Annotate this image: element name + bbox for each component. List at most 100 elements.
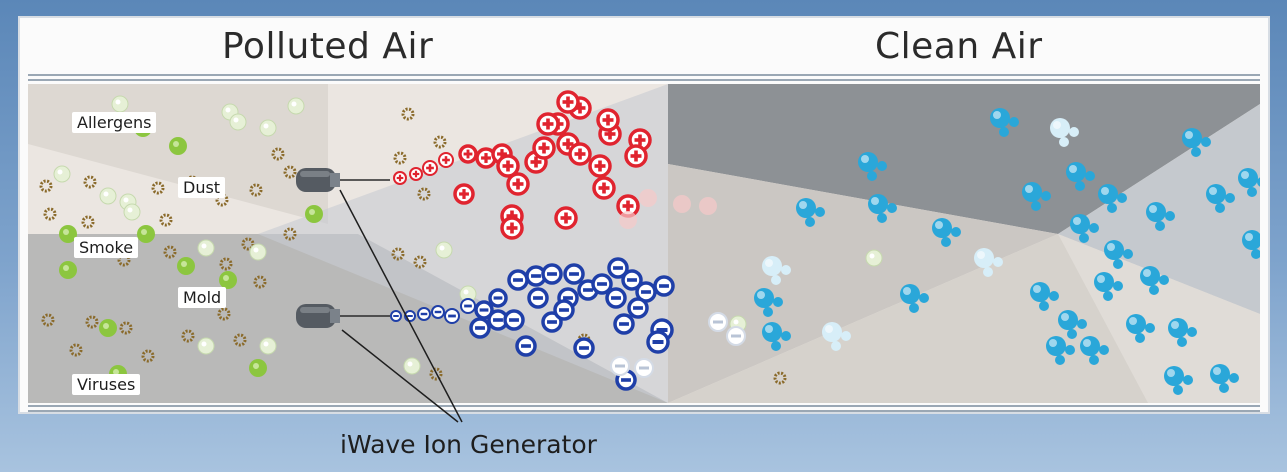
particle-icon [137,225,155,243]
particle-icon [283,165,297,179]
label-viruses: Viruses [72,374,141,395]
water-molecule-icon [1126,314,1155,343]
minus-circle-icon [613,313,635,335]
particle-icon [435,241,453,259]
plus-circle-icon [592,176,616,200]
water-molecule-icon [868,194,897,223]
plus-circle-icon [438,152,454,168]
particle-icon [249,243,267,261]
particle-icon [429,367,443,381]
minus-circle-icon [708,312,728,332]
particle-icon [85,315,99,329]
duct-bottom-edge-outer [28,410,1260,412]
duct-shading [28,84,1260,403]
plus-circle-icon [699,197,717,215]
plus-circle-icon [556,90,580,114]
duct-illustration [28,84,1271,403]
pointer-line-upper [339,189,463,423]
minus-circle-icon [610,356,630,376]
water-molecule-icon [1206,184,1235,213]
water-molecule-icon [1140,266,1169,295]
minus-circle-icon [390,310,402,322]
water-molecule-icon [932,218,961,247]
particle-icon [219,257,233,271]
particle-icon [59,225,77,243]
particle-icon [433,135,447,149]
label-smoke: Smoke [74,237,139,258]
minus-circle-icon [646,330,670,354]
plus-circle-icon [616,194,640,218]
water-molecule-icon [762,256,791,285]
minus-circle-icon [515,335,537,357]
minus-circle-icon [607,257,629,279]
water-molecule-icon [1146,202,1175,231]
plus-circle-icon [673,195,691,213]
minus-circle-icon [444,308,460,324]
minus-circle-icon [474,300,494,320]
particle-icon [41,313,55,327]
particle-icon [141,349,155,363]
particle-icon [111,95,129,113]
minus-circle-icon [503,309,525,331]
minus-circle-icon [634,358,654,378]
minus-circle-icon [621,269,643,291]
water-molecule-icon [796,198,825,227]
particle-icon [219,271,237,289]
particle-icon [259,119,277,137]
label-mold: Mold [178,287,227,308]
duct-top-edge [28,74,1260,76]
minus-circle-icon [431,305,445,319]
plus-circle-icon [532,136,556,160]
particle-icon [39,179,53,193]
particle-icon [163,245,177,259]
minus-circle-icon [591,273,613,295]
water-molecule-icon [1182,128,1211,157]
plus-circle-icon [506,172,530,196]
particle-icon [241,237,255,251]
particle-icon [865,249,883,267]
plus-circle-icon [619,211,637,229]
plus-circle-icon [639,189,657,207]
plus-circle-icon [496,154,520,178]
particle-icon [197,337,215,355]
water-molecule-icon [1046,336,1075,365]
water-molecule-icon [858,152,887,181]
water-molecule-icon [990,108,1019,137]
plus-circle-icon [536,112,560,136]
particle-icon [151,181,165,195]
minus-circle-icon [553,299,575,321]
ion-emitter-lower [296,304,390,328]
minus-circle-icon [527,287,549,309]
plus-circle-icon [500,216,524,240]
minus-circle-icon [563,263,585,285]
plus-circle-icon [453,183,475,205]
water-molecule-icon [1050,118,1079,147]
positive-ions [393,90,717,240]
particle-icon [83,175,97,189]
pointer-line-lower [341,329,459,423]
particle-icon [159,213,173,227]
particle-icon [287,97,305,115]
particle-icon [403,357,421,375]
particle-icon [305,205,323,223]
particle-icon [69,343,83,357]
water-molecule-icon [1242,230,1271,259]
particle-icon [773,371,787,385]
particle-icon [99,319,117,337]
minus-circle-icon [653,275,675,297]
particle-icon [181,329,195,343]
particle-icon [197,239,215,257]
particle-icon [123,203,141,221]
particle-icon [43,207,57,221]
minus-circle-icon [469,317,491,339]
air-duct-chamber [28,84,1271,403]
plus-circle-icon [554,206,578,230]
duct-bottom-edge [28,405,1260,407]
water-molecule-icon [1164,366,1193,395]
minus-circle-icon [627,297,649,319]
water-molecule-icon [974,248,1003,277]
particle-icon [233,333,247,347]
water-molecule-icon [1030,282,1059,311]
water-molecule-icon [1070,214,1099,243]
